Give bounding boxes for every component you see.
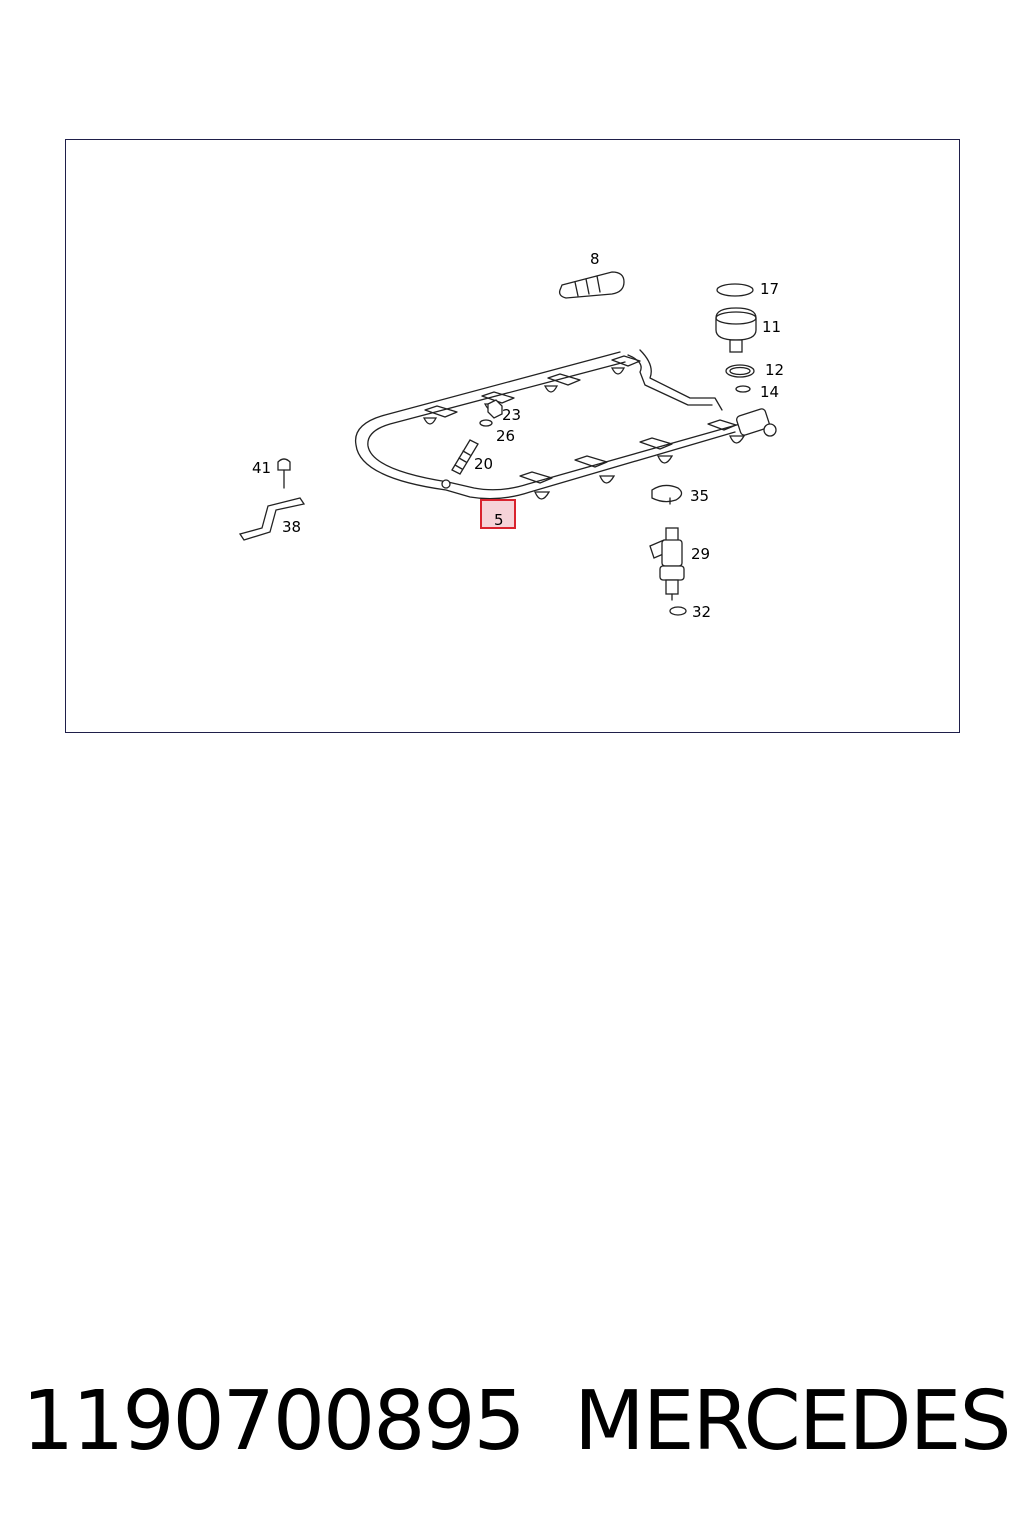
callout-17[interactable]: 17 bbox=[760, 280, 779, 298]
cap-part-23[interactable] bbox=[487, 399, 503, 419]
rail-mount-tabs bbox=[424, 355, 737, 484]
injector-part-29[interactable] bbox=[649, 527, 685, 601]
callout-14[interactable]: 14 bbox=[760, 383, 779, 401]
fuel-rail bbox=[354, 349, 777, 500]
callout-41[interactable]: 41 bbox=[252, 459, 271, 477]
highlight-box-part-5[interactable] bbox=[480, 499, 516, 529]
parts-diagram: 8 17 11 12 14 23 26 20 41 38 5 35 29 32 bbox=[238, 250, 784, 621]
filter-part-8[interactable] bbox=[558, 271, 625, 299]
callout-38[interactable]: 38 bbox=[282, 518, 301, 536]
valve-part-20[interactable] bbox=[441, 439, 479, 489]
diagram-frame bbox=[65, 139, 960, 733]
pressure-regulator-part-11[interactable] bbox=[715, 307, 757, 353]
callout-8[interactable]: 8 bbox=[590, 250, 600, 268]
clip-part-35[interactable] bbox=[651, 484, 683, 505]
part-number: 1190700895 bbox=[22, 1374, 526, 1469]
callout-5[interactable]: 5 bbox=[494, 511, 504, 529]
brand-name: MERCEDES bbox=[574, 1374, 1012, 1469]
seal-ring-part-32[interactable] bbox=[669, 606, 687, 616]
bracket-part-38[interactable] bbox=[238, 497, 306, 541]
washer-part-26[interactable] bbox=[479, 419, 493, 427]
callout-32[interactable]: 32 bbox=[692, 603, 711, 621]
injector-cups bbox=[422, 367, 746, 500]
seal-part-14[interactable] bbox=[735, 385, 751, 393]
snap-ring-part-17[interactable] bbox=[716, 283, 754, 297]
bolt-part-41[interactable] bbox=[277, 458, 291, 489]
callout-26[interactable]: 26 bbox=[496, 427, 515, 445]
callout-20[interactable]: 20 bbox=[474, 455, 493, 473]
caption: 1190700895 MERCEDES bbox=[0, 1372, 1024, 1472]
callout-35[interactable]: 35 bbox=[690, 487, 709, 505]
callout-12[interactable]: 12 bbox=[765, 361, 784, 379]
callout-23[interactable]: 23 bbox=[502, 406, 521, 424]
o-ring-part-12[interactable] bbox=[725, 364, 755, 378]
callout-11[interactable]: 11 bbox=[762, 318, 781, 336]
callout-29[interactable]: 29 bbox=[691, 545, 710, 563]
